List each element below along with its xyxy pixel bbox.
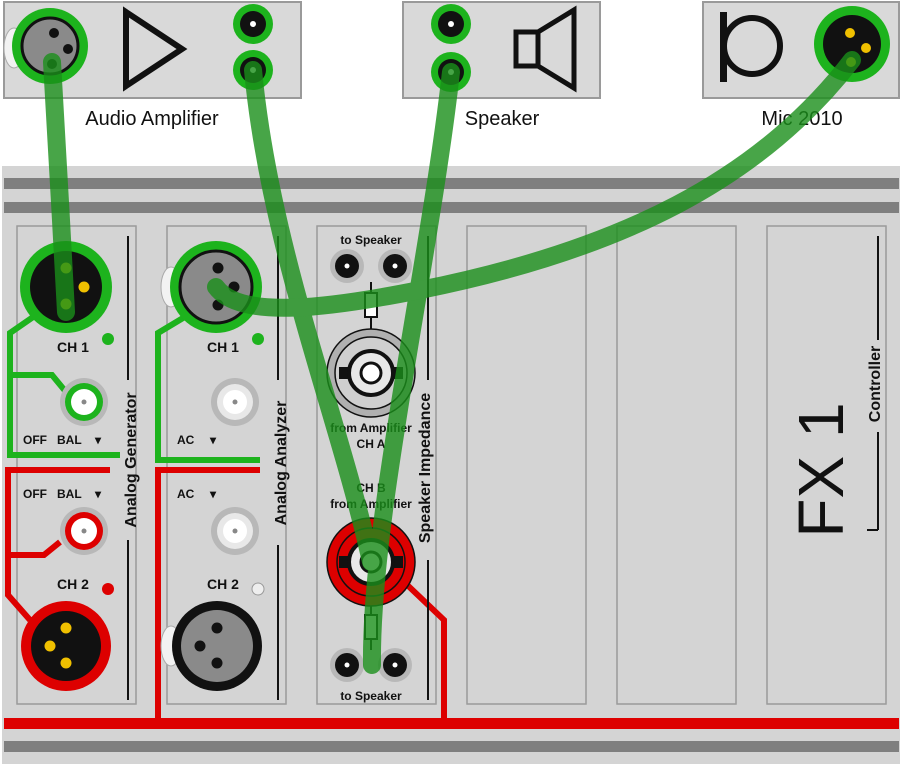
impedance-to-speaker-top-label: to Speaker bbox=[340, 233, 402, 247]
impedance-to-speaker-bottom-label: to Speaker bbox=[340, 689, 402, 703]
cable-generator-to-amplifier[interactable] bbox=[43, 53, 75, 321]
cable-mic-to-analyzer[interactable] bbox=[207, 51, 861, 317]
cable-speaker-to-impedance-bottom[interactable] bbox=[362, 63, 460, 674]
generator-ch1-bal-label[interactable]: BAL bbox=[57, 433, 82, 447]
red-bus-wire bbox=[4, 718, 899, 729]
generator-ch2-bnc-jack[interactable] bbox=[60, 507, 108, 555]
speaker-label: Speaker bbox=[465, 108, 540, 130]
generator-ch1-label: CH 1 bbox=[57, 339, 89, 355]
analog-generator-module: Analog Generator CH 1 OFF BAL ▾ OFF BAL … bbox=[20, 236, 140, 700]
cable-amplifier-to-impedance-chb[interactable] bbox=[244, 61, 380, 571]
analog-analyzer-module: Analog Analyzer CH 1 AC ▾ AC ▾ CH 2 bbox=[160, 236, 290, 700]
analyzer-ch1-bnc-jack[interactable] bbox=[211, 378, 259, 426]
controller-title: FX 1 bbox=[785, 402, 857, 537]
amplifier-xlr-input-jack[interactable] bbox=[12, 8, 88, 84]
analyzer-ch2-label: CH 2 bbox=[207, 576, 239, 592]
impedance-top-jack-right[interactable] bbox=[378, 249, 412, 283]
slot-empty-1[interactable] bbox=[466, 225, 587, 705]
impedance-ch-a-label: CH A bbox=[357, 437, 386, 451]
generator-green-wiring bbox=[6, 312, 120, 458]
analyzer-ch2-led bbox=[251, 582, 265, 596]
analyzer-ch2-xlr-jack[interactable] bbox=[160, 601, 262, 691]
speaker-jack-top[interactable] bbox=[431, 4, 471, 44]
rack-rail-top-1 bbox=[4, 178, 899, 189]
analyzer-ch1-ac-label[interactable]: AC bbox=[177, 433, 195, 447]
slot-controller bbox=[766, 225, 887, 705]
generator-ch2-dropdown-caret[interactable]: ▾ bbox=[94, 487, 102, 501]
analyzer-ch2-dropdown-caret[interactable]: ▾ bbox=[209, 487, 217, 501]
generator-ch2-label: CH 2 bbox=[57, 576, 89, 592]
rack-rail-top-2 bbox=[4, 202, 899, 213]
controller-module: Controller FX 1 bbox=[785, 236, 884, 538]
generator-red-wiring bbox=[5, 467, 110, 622]
mic-device[interactable] bbox=[702, 1, 900, 99]
generator-ch1-dropdown-caret[interactable]: ▾ bbox=[94, 433, 102, 447]
analyzer-red-wiring bbox=[155, 467, 260, 720]
amplifier-label: Audio Amplifier bbox=[85, 108, 219, 130]
amplifier-triangle-icon bbox=[123, 6, 188, 92]
speaker-device[interactable] bbox=[402, 1, 601, 99]
patch-cables bbox=[43, 51, 861, 674]
slot-empty-2[interactable] bbox=[616, 225, 737, 705]
rack-rail-bottom bbox=[4, 741, 899, 752]
impedance-red-wiring bbox=[399, 577, 447, 720]
generator-ch2-bal-label[interactable]: BAL bbox=[57, 487, 82, 501]
mic-xlr-output-jack[interactable] bbox=[814, 6, 890, 82]
impedance-ch-b-from-amp-label: from Amplifier bbox=[330, 497, 412, 511]
impedance-bottom-jack-left[interactable] bbox=[330, 648, 364, 682]
generator-ch2-led bbox=[102, 583, 114, 595]
analyzer-ch1-label: CH 1 bbox=[207, 339, 239, 355]
generator-ch1-led bbox=[102, 333, 114, 345]
impedance-bottom-jack-right[interactable] bbox=[378, 648, 412, 682]
impedance-top-jack-left[interactable] bbox=[330, 249, 364, 283]
rack bbox=[2, 166, 900, 764]
analyzer-title: Analog Analyzer bbox=[273, 401, 290, 526]
analyzer-ch1-dropdown-caret[interactable]: ▾ bbox=[209, 433, 217, 447]
analyzer-ch2-ac-label[interactable]: AC bbox=[177, 487, 195, 501]
amplifier-output-jack-top[interactable] bbox=[233, 4, 273, 44]
analyzer-ch1-led bbox=[252, 333, 264, 345]
analyzer-ch2-bnc-jack[interactable] bbox=[211, 507, 259, 555]
generator-title: Analog Generator bbox=[123, 392, 140, 527]
generator-ch1-off-label: OFF bbox=[23, 433, 47, 447]
analyzer-green-wiring bbox=[155, 312, 260, 463]
impedance-title: Speaker Impedance bbox=[417, 393, 434, 543]
controller-sublabel: Controller bbox=[867, 346, 884, 422]
mic-icon bbox=[720, 12, 783, 82]
generator-ch1-bnc-jack[interactable] bbox=[60, 378, 108, 426]
generator-ch2-xlr-jack[interactable] bbox=[21, 601, 111, 691]
generator-ch2-off-label: OFF bbox=[23, 487, 47, 501]
speaker-icon bbox=[513, 5, 577, 93]
